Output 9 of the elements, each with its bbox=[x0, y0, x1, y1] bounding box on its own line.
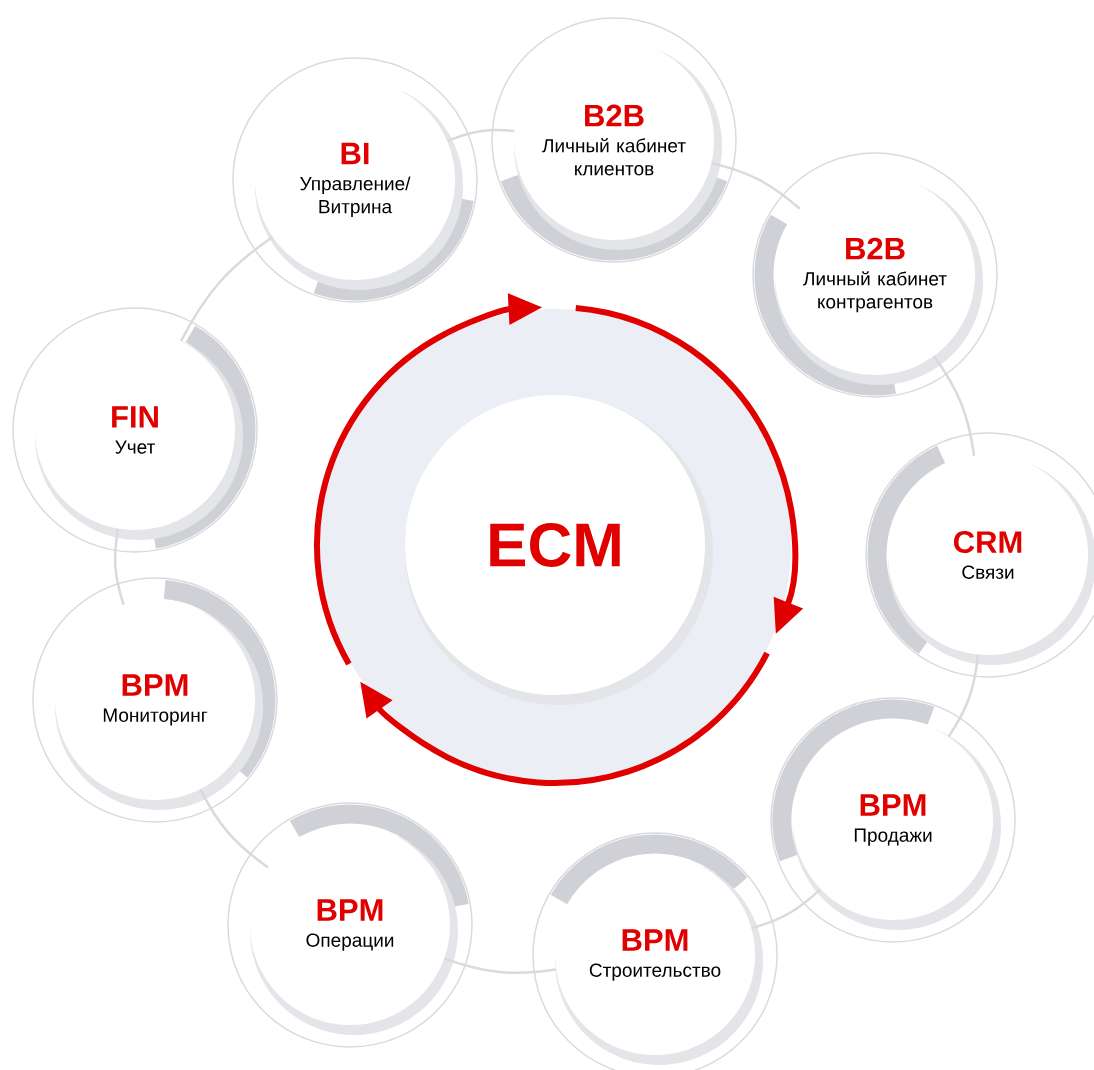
connector-arc bbox=[179, 235, 274, 342]
connector-arc bbox=[711, 161, 801, 210]
connector-arc bbox=[113, 528, 125, 606]
connector-arc bbox=[932, 355, 976, 456]
connector-arc bbox=[947, 654, 980, 738]
connector-arc bbox=[444, 957, 557, 975]
connector-arc bbox=[199, 788, 269, 869]
connector-arc bbox=[446, 128, 515, 143]
connector-arc bbox=[751, 888, 822, 930]
